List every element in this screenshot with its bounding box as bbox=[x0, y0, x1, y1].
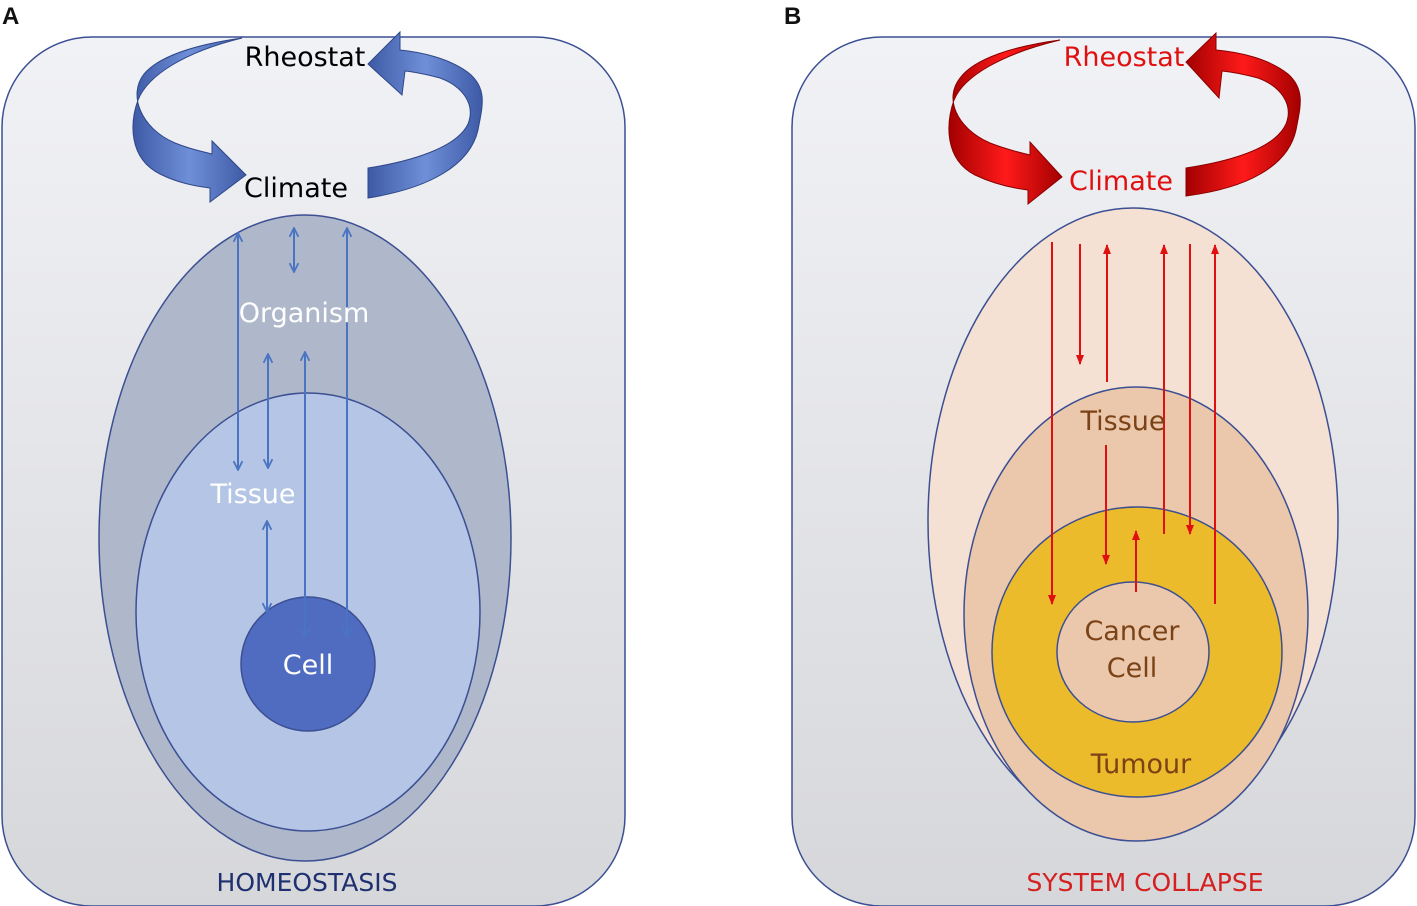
panel-a-cycle-arrow-right bbox=[367, 30, 483, 199]
panel-b-tumour-label: Tumour bbox=[1090, 749, 1192, 780]
panel-b-climate-label: Climate bbox=[1069, 166, 1173, 197]
panel-b-cancer-cell-ellipse bbox=[1056, 581, 1210, 723]
panel-b-caption: SYSTEM COLLAPSE bbox=[1027, 868, 1264, 897]
panel-a-letter: A bbox=[2, 3, 19, 30]
panel-b-cycle-arrow-left bbox=[948, 39, 1063, 206]
panel-a-cycle-arrow-left bbox=[132, 37, 247, 203]
panel-b-signal-arrows bbox=[1048, 242, 1219, 605]
panel-b-tissue-label: Tissue bbox=[1079, 406, 1165, 437]
panel-a-climate-label: Climate bbox=[244, 173, 348, 204]
panel-a-signal-arrows bbox=[238, 228, 347, 637]
panel-a-cycle-arrows bbox=[132, 30, 483, 203]
panel-b: B Rheostat Climate Tissue Cancer Cell Tu… bbox=[784, 3, 1416, 906]
panel-a-rheostat-label: Rheostat bbox=[245, 42, 366, 73]
panel-a: A Rheostat Climate Organism Tissue Cell … bbox=[1, 3, 626, 906]
panel-a-cell-label: Cell bbox=[283, 650, 333, 681]
panel-b-cycle-arrow-right bbox=[1185, 31, 1301, 197]
panel-b-rheostat-label: Rheostat bbox=[1064, 42, 1185, 73]
panel-b-cycle-arrows bbox=[948, 31, 1301, 206]
panel-a-tissue-label: Tissue bbox=[209, 479, 295, 510]
panel-b-cancer-label-line1: Cancer bbox=[1084, 616, 1180, 647]
panel-b-cancer-label-line2: Cell bbox=[1107, 653, 1157, 684]
panel-a-caption: HOMEOSTASIS bbox=[217, 868, 398, 897]
panel-a-organism-label: Organism bbox=[239, 298, 370, 329]
panel-b-letter: B bbox=[784, 3, 801, 30]
